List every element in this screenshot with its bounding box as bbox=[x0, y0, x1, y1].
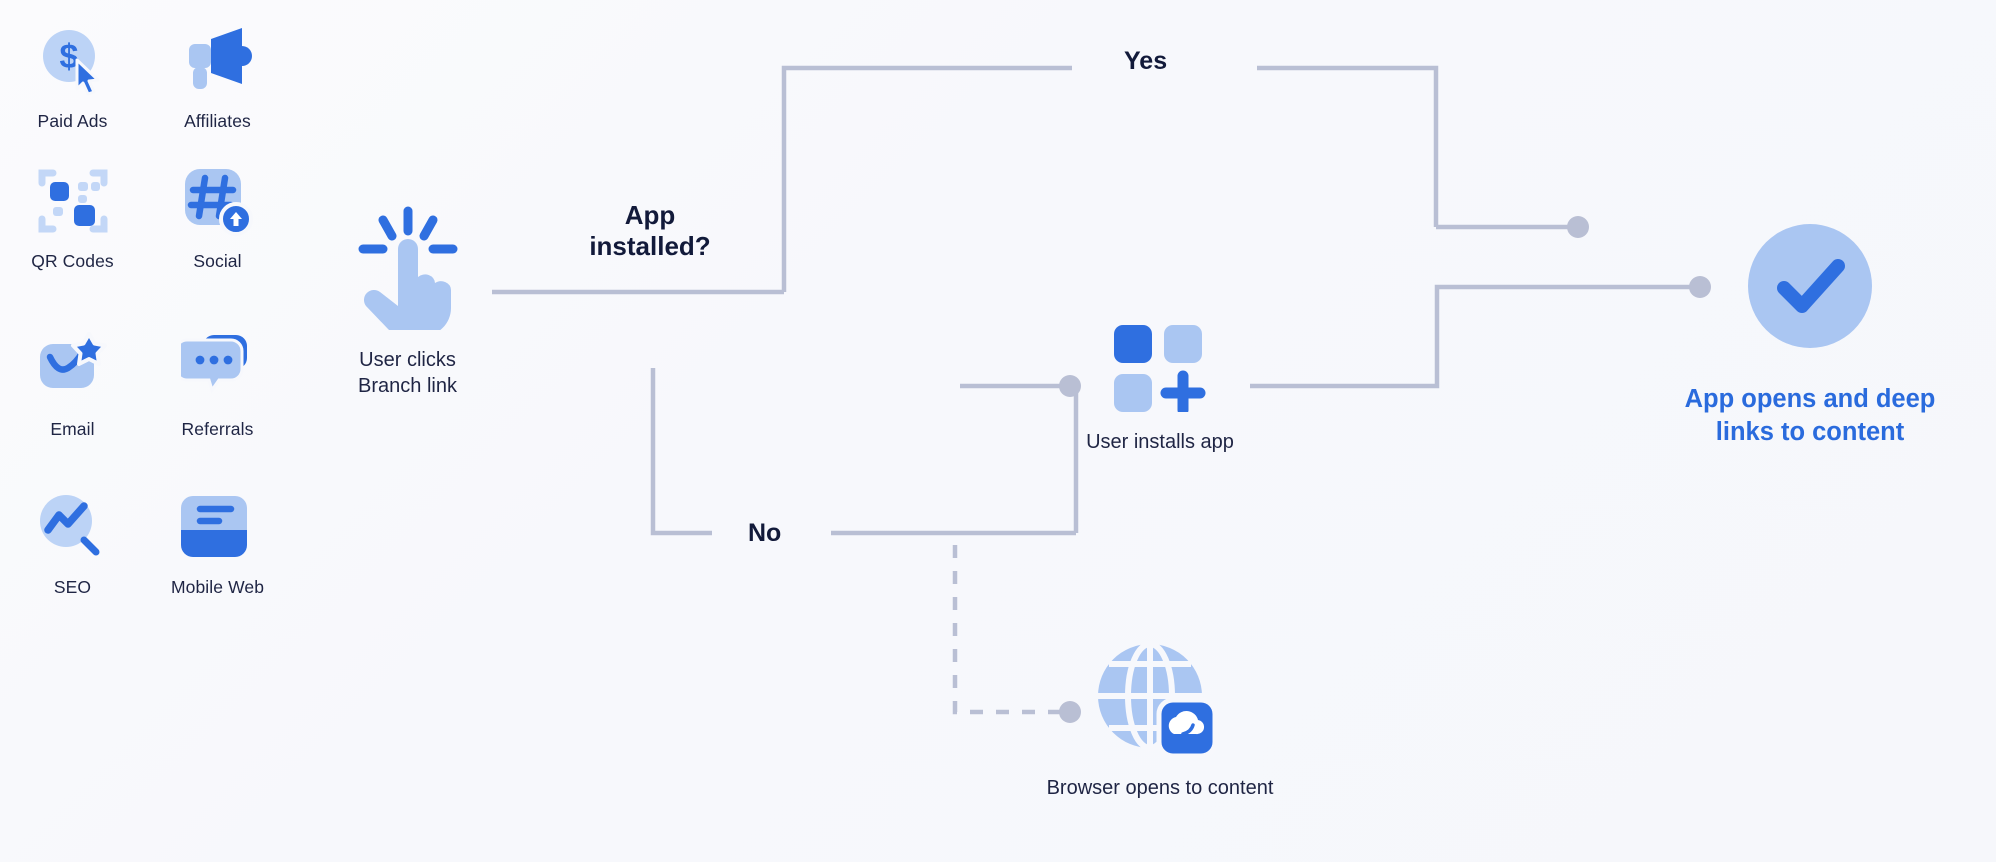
channel-referrals[interactable]: Referrals bbox=[145, 332, 290, 440]
branch-label-no: No bbox=[748, 519, 782, 547]
megaphone-icon bbox=[181, 24, 255, 98]
channel-label: Social bbox=[193, 251, 242, 271]
channel-label: Email bbox=[50, 419, 95, 439]
app-grid-plus-icon bbox=[1110, 322, 1210, 417]
wire-decision-down bbox=[650, 368, 712, 536]
mobile-web-icon bbox=[180, 490, 255, 564]
channel-email[interactable]: Email bbox=[0, 332, 145, 440]
channel-affiliates[interactable]: Affiliates bbox=[145, 24, 290, 132]
email-star-icon bbox=[36, 332, 110, 406]
decision-app-installed: App installed? bbox=[589, 200, 711, 261]
channel-grid: $ Paid Ads Affiliates bbox=[0, 24, 290, 704]
dollar-cursor-icon: $ bbox=[36, 24, 110, 98]
node-browser-opens-to-content[interactable]: Browser opens to content bbox=[1040, 638, 1280, 801]
globe-browser-icon bbox=[1095, 638, 1225, 763]
channel-social[interactable]: Social bbox=[145, 164, 290, 272]
channel-mobile-web[interactable]: Mobile Web bbox=[145, 490, 290, 598]
channel-seo[interactable]: SEO bbox=[0, 490, 145, 598]
check-circle-icon bbox=[1746, 222, 1874, 355]
channel-paid-ads[interactable]: $ Paid Ads bbox=[0, 24, 145, 132]
result-label: App opens and deep links to content bbox=[1684, 385, 1936, 447]
dot-yes-endpoint bbox=[1567, 216, 1589, 238]
channel-label: SEO bbox=[53, 577, 92, 597]
node-user-installs-app[interactable]: User installs app bbox=[1035, 322, 1285, 455]
node-label: Browser opens to content bbox=[1046, 777, 1274, 799]
node-app-opens-deep-links[interactable]: App opens and deep links to content bbox=[1650, 222, 1970, 449]
channel-label: Referrals bbox=[181, 419, 254, 439]
channel-label: Paid Ads bbox=[37, 111, 108, 131]
search-trend-icon bbox=[36, 490, 110, 564]
click-hand-icon bbox=[353, 205, 463, 337]
node-user-clicks-branch-link[interactable]: User clicks Branch link bbox=[330, 205, 485, 400]
channel-label: QR Codes bbox=[31, 251, 114, 271]
node-label: User installs app bbox=[1086, 431, 1234, 453]
channel-label: Mobile Web bbox=[170, 577, 265, 597]
wire-decision-up bbox=[781, 65, 1072, 292]
channel-qr-codes[interactable]: QR Codes bbox=[0, 164, 145, 272]
branch-label-yes: Yes bbox=[1124, 47, 1168, 75]
wire-install-to-result bbox=[1250, 284, 1692, 389]
hashtag-share-icon bbox=[181, 164, 255, 238]
svg-text:$: $ bbox=[59, 38, 78, 76]
chat-bubbles-icon bbox=[174, 332, 255, 406]
channel-label: Affiliates bbox=[184, 111, 251, 131]
node-label: User clicks Branch link bbox=[358, 349, 457, 398]
qr-code-icon bbox=[36, 164, 110, 238]
wire-yes-right bbox=[1257, 65, 1439, 227]
